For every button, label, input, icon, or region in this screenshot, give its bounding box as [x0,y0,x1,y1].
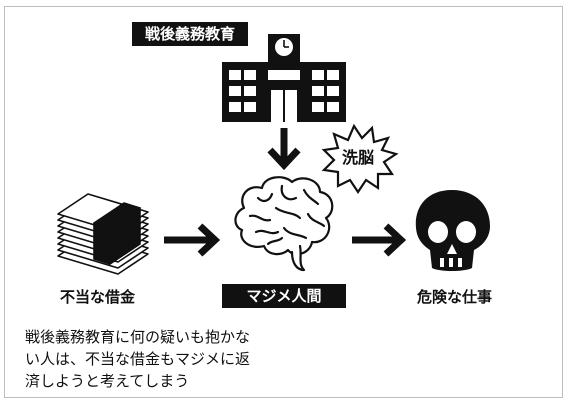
caption-line: い人は、不当な借金もマジメに返 [25,350,251,368]
caption: 戦後義務教育に何の疑いも抱かな い人は、不当な借金もマジメに返 済しようと考えて… [25,326,465,392]
school-label: 戦後義務教育 [132,22,248,46]
right-label: 危険な仕事 [417,288,493,306]
burst-icon [321,123,399,194]
arrow-right-icon [164,223,221,257]
caption-line: 戦後義務教育に何の疑いも抱かな [25,328,251,346]
brain-icon [234,176,334,272]
burst-label: 洗脳 [342,148,375,167]
skull-icon [415,190,490,271]
arrow-right-icon [352,223,407,257]
arrow-down-icon [267,128,301,171]
caption-line: 済しようと考えてしまう [25,372,190,390]
center-label: マジメ人間 [222,284,346,308]
figure-frame [4,6,563,398]
cash-stack-icon [57,193,149,275]
school-building-icon [222,34,346,122]
left-label: 不当な借金 [60,288,136,306]
